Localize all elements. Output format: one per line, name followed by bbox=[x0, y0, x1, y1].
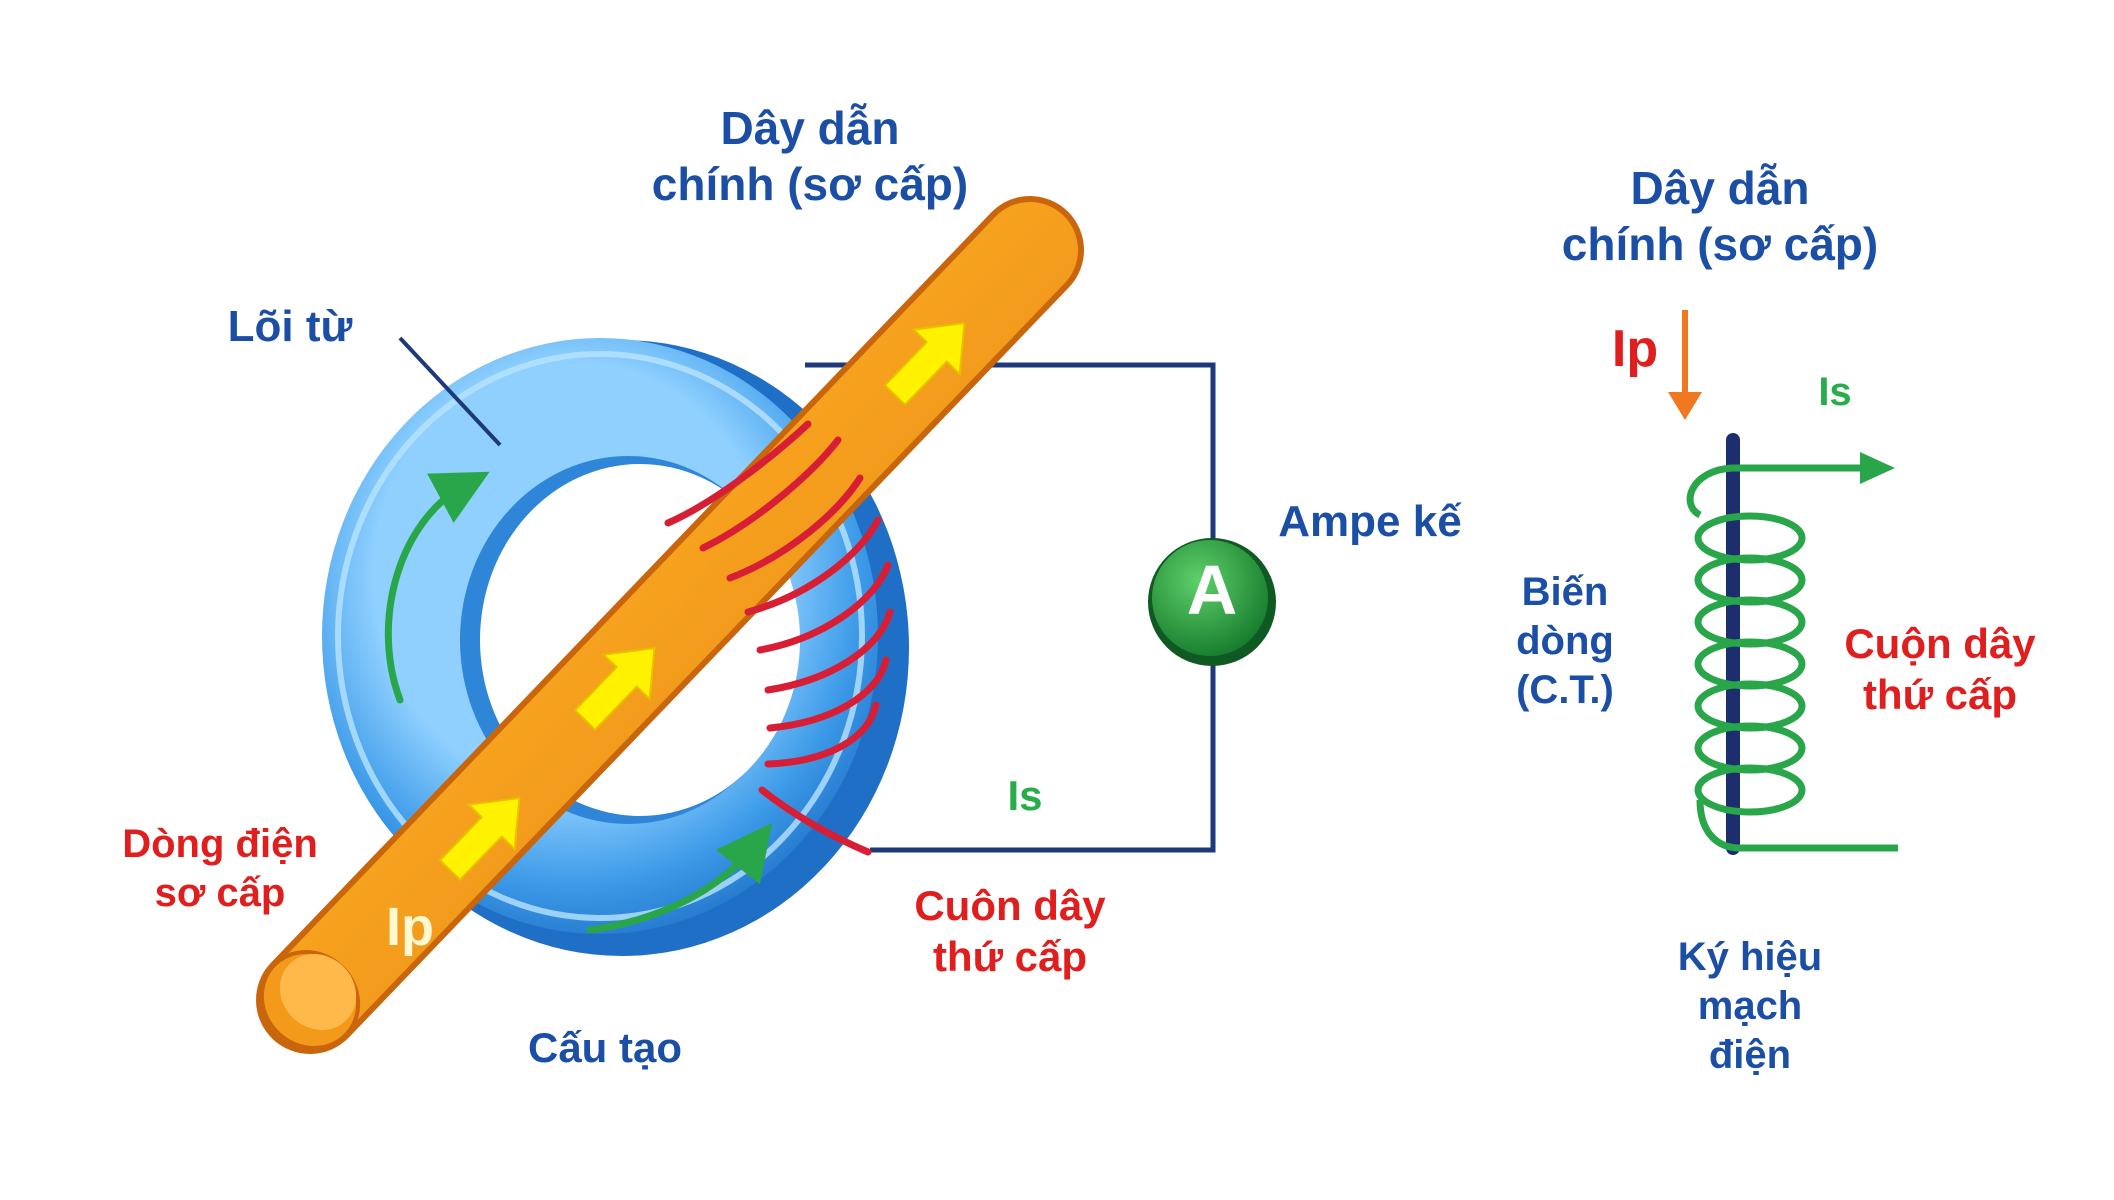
transformer-label: Biến dòng (C.T.) bbox=[1516, 570, 1614, 712]
current-arrow-icon bbox=[438, 321, 966, 882]
secondary-coil-windings bbox=[664, 420, 894, 856]
circuit-symbol-caption: Ký hiệu mạch điện bbox=[1677, 935, 1823, 1077]
construction-caption: Cấu tạo bbox=[527, 1024, 682, 1071]
symbol-primary-conductor-label: Dây dẫn chính (sơ cấp) bbox=[1561, 162, 1879, 271]
primary-conductor-label: Dây dẫn chính (sơ cấp) bbox=[651, 102, 969, 211]
primary-current-arrow-icon bbox=[1668, 310, 1702, 420]
symbol-secondary-coil-label: Cuộn dây thứ cấp bbox=[1844, 620, 2036, 719]
ammeter-label: Ampe kế bbox=[1278, 497, 1462, 546]
symbol-primary-current: Ip bbox=[1611, 320, 1659, 378]
symbol-secondary-current: Is bbox=[1818, 370, 1852, 414]
core-pointer-line bbox=[398, 336, 502, 447]
secondary-current-label: Is bbox=[1007, 772, 1043, 819]
ammeter-icon bbox=[1148, 538, 1276, 666]
flux-arrow-icon bbox=[384, 471, 773, 934]
primary-current-symbol: Ip bbox=[386, 897, 434, 957]
secondary-coil-symbol bbox=[1686, 452, 1898, 852]
core-label: Lõi từ bbox=[227, 302, 353, 351]
secondary-coil-label: Cuôn dây thứ cấp bbox=[914, 882, 1106, 981]
primary-current-label: Dòng điện sơ cấp bbox=[122, 822, 318, 915]
ammeter-symbol: A bbox=[1186, 551, 1238, 629]
